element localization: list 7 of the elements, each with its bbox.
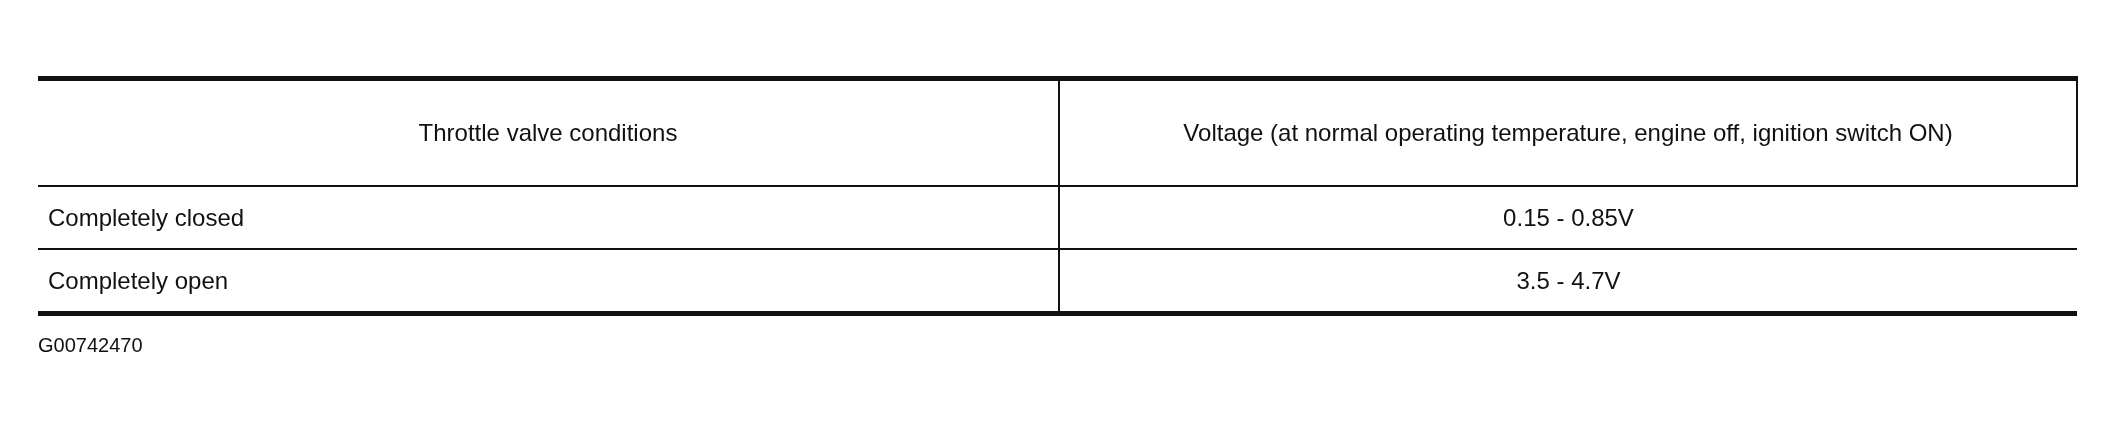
table-cell: 3.5 - 4.7V bbox=[1059, 249, 2077, 314]
figure-id: G00742470 bbox=[38, 334, 143, 357]
header-cell: Throttle valve conditions bbox=[38, 78, 1059, 186]
table-cell: Completely open bbox=[38, 249, 1059, 314]
table-cell: Completely closed bbox=[38, 186, 1059, 249]
header-cell: Voltage (at normal operating temperature, engine off, ignition switch ON) bbox=[1059, 78, 2077, 186]
table-cell: 0.15 - 0.85V bbox=[1059, 186, 2077, 249]
